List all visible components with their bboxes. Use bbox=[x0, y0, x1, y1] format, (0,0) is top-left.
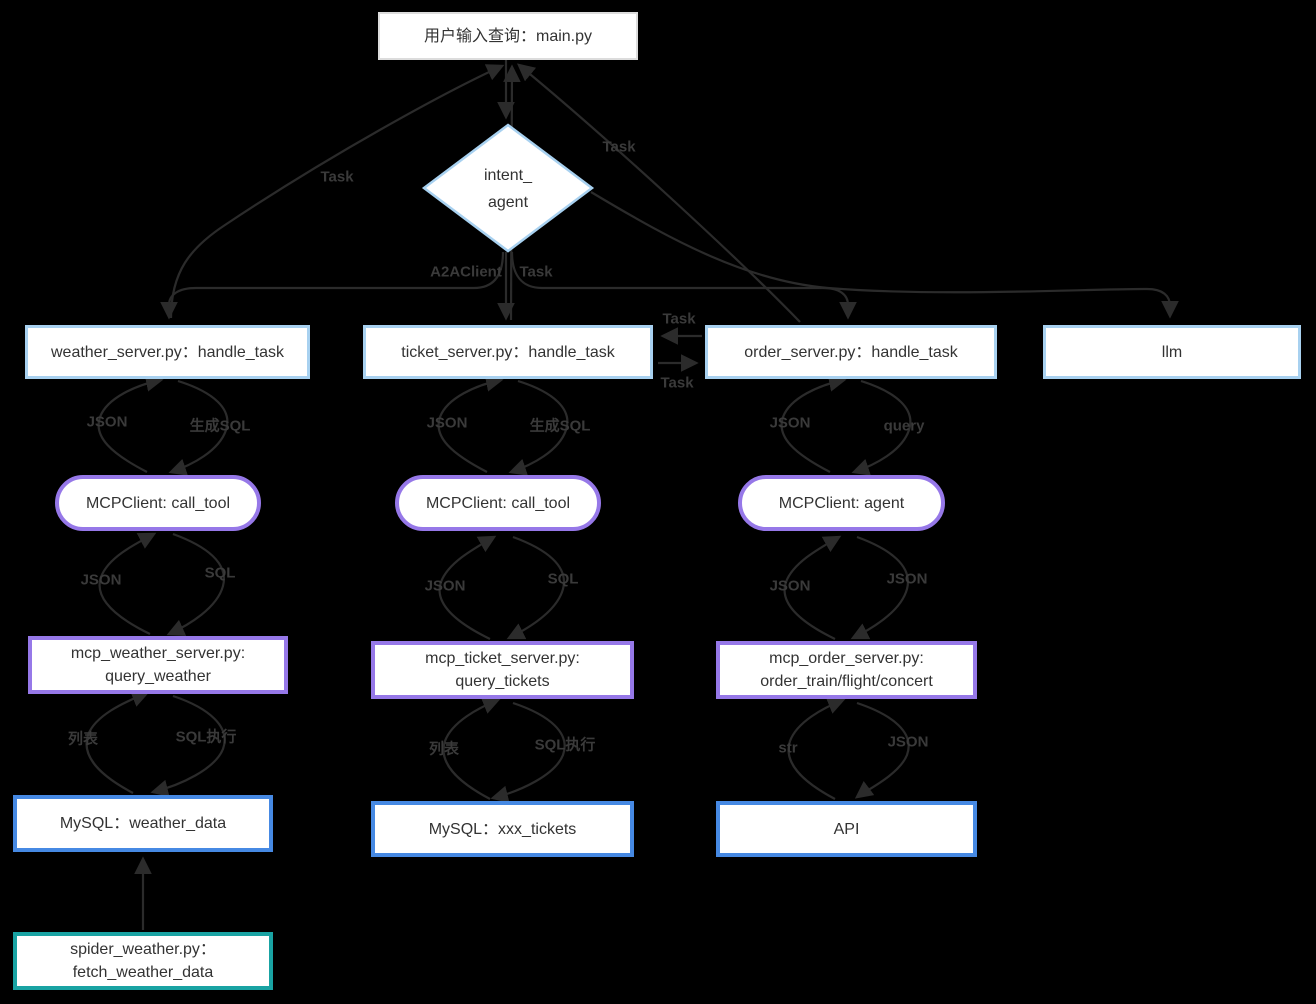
node-main-query: 用户输入查询：main.py bbox=[378, 12, 638, 60]
intent-agent-diamond bbox=[421, 123, 595, 253]
edge-label-weather-list: 列表 bbox=[67, 730, 99, 748]
node-llm: llm bbox=[1043, 325, 1301, 379]
edge-label-ticket-list: 列表 bbox=[428, 740, 460, 758]
edge-mysqlweather-to-mcpweather bbox=[85, 690, 150, 794]
edge-label-order-json-api: JSON bbox=[887, 733, 929, 751]
node-ticket-server: ticket_server.py：handle_task bbox=[363, 325, 653, 379]
edge-label-weather-sql: SQL bbox=[204, 564, 236, 582]
edge-intent-to-llm bbox=[590, 191, 1179, 319]
edge-label-ticket-sql-exec: SQL执行 bbox=[534, 736, 596, 754]
node-api: API bbox=[716, 801, 977, 857]
edge-weather-to-mcpclient bbox=[168, 379, 229, 476]
node-mcp-weather-server: mcp_weather_server.py: query_weather bbox=[28, 636, 288, 694]
edge-label-weather-json-up2: JSON bbox=[80, 571, 122, 589]
edge-label-task-intent-ticket: Task bbox=[519, 263, 553, 281]
edge-label-order-query: query bbox=[883, 417, 925, 435]
edge-label-a2aclient: A2AClient bbox=[430, 263, 502, 281]
edge-intent-to-weather bbox=[160, 251, 505, 320]
edge-mcpweather-to-mcpclient bbox=[98, 532, 157, 635]
node-weather-server: weather_server.py：handle_task bbox=[25, 325, 310, 379]
edge-label-task-order-ticket: Task bbox=[662, 310, 696, 328]
edge-label-ticket-sql: SQL bbox=[547, 570, 579, 588]
node-mcp-order-server: mcp_order_server.py: order_train/flight/… bbox=[716, 641, 977, 699]
edge-mysqltickets-to-mcpticket bbox=[442, 697, 501, 800]
edge-mcpweather-to-mysqlweather bbox=[150, 694, 226, 797]
edge-mcpagent-to-order bbox=[780, 374, 847, 473]
node-order-server: order_server.py：handle_task bbox=[705, 325, 997, 379]
edge-label-weather-json-up: JSON bbox=[86, 413, 128, 431]
edge-label-task-ticket-order: Task bbox=[660, 374, 694, 392]
edge-mcpticket-to-mysqltickets bbox=[490, 701, 566, 803]
edge-label-order-json-up2: JSON bbox=[769, 577, 811, 595]
node-mysql-weather: MySQL：weather_data bbox=[13, 795, 273, 852]
edge-label-ticket-json-up: JSON bbox=[426, 414, 468, 432]
node-intent-agent-label: intent_ agent bbox=[483, 166, 533, 211]
node-mcpclient-order: MCPClient: agent bbox=[738, 475, 945, 531]
edge-label-weather-gen-sql: 生成SQL bbox=[189, 417, 251, 435]
node-mcp-ticket-server: mcp_ticket_server.py: query_tickets bbox=[371, 641, 634, 699]
edge-mcpclient-to-ticket bbox=[437, 374, 504, 473]
edge-label-weather-sql-exec: SQL执行 bbox=[175, 728, 237, 746]
edge-order-to-mcpagent bbox=[851, 379, 912, 476]
edge-order-to-main bbox=[516, 63, 801, 323]
edge-mcpagent-to-mcporder bbox=[850, 535, 910, 640]
edge-label-ticket-gen-sql: 生成SQL bbox=[529, 417, 591, 435]
edge-mcpticket-to-mcpclient bbox=[438, 535, 497, 640]
edge-label-order-str: str bbox=[778, 739, 798, 757]
edge-mcporder-to-mcpagent bbox=[783, 535, 842, 640]
edge-label-ticket-json-up2: JSON bbox=[424, 577, 466, 595]
edge-weather-to-main bbox=[169, 64, 505, 319]
edge-label-order-json-down: JSON bbox=[886, 570, 928, 588]
node-mysql-tickets: MySQL：xxx_tickets bbox=[371, 801, 634, 857]
edge-mcpclient-to-mcpticket bbox=[506, 535, 566, 640]
edge-mcpclient-to-mcpweather bbox=[166, 532, 226, 636]
edge-label-order-json-up: JSON bbox=[769, 414, 811, 432]
edge-ticket-to-mcpclient bbox=[508, 379, 569, 476]
edge-mcporder-to-api bbox=[854, 701, 910, 799]
edge-label-task-order-main: Task bbox=[602, 138, 636, 156]
edge-api-to-mcporder bbox=[787, 697, 846, 800]
node-mcpclient-ticket: MCPClient: call_tool bbox=[395, 475, 601, 531]
edge-label-task-weather-main: Task bbox=[320, 168, 354, 186]
edge-mcpclient-to-weather bbox=[97, 374, 164, 473]
node-mcpclient-weather: MCPClient: call_tool bbox=[55, 475, 261, 531]
node-spider-weather: spider_weather.py： fetch_weather_data bbox=[13, 932, 273, 990]
